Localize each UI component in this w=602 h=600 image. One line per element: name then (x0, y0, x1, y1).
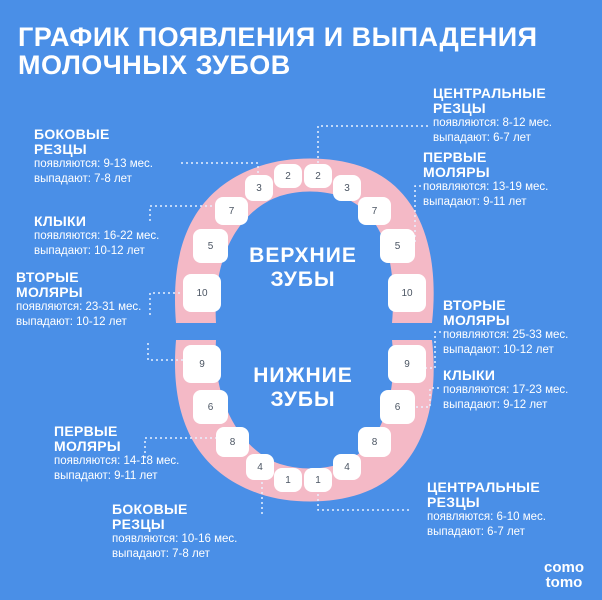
upper-jaw-label: ВЕРХНИЕ ЗУБЫ (246, 244, 360, 292)
label-heading: МОЛЯРЫ (423, 164, 490, 180)
leader-upper-central (317, 125, 430, 168)
label-heading: МОЛЯРЫ (54, 438, 121, 454)
page-title-line2: МОЛОЧНЫХ ЗУБОВ (18, 50, 291, 80)
label-heading: ВТОРЫЕ (443, 297, 506, 313)
upper-tooth-10-right: 10 (388, 274, 426, 312)
upper-tooth-5-right: 5 (380, 229, 415, 263)
label-appear: появляются: 13-19 мес. (423, 181, 549, 193)
label-heading: КЛЫКИ (443, 367, 496, 383)
label-fall: выпадают: 7-8 лет (34, 173, 132, 185)
lower-tooth-9-right: 9 (388, 345, 426, 383)
label-lower-second-molars: ВТОРЫЕ МОЛЯРЫ появляются: 25-33 мес. вып… (443, 298, 568, 358)
label-fall: выпадают: 9-12 лет (443, 399, 548, 411)
label-lower-lateral-incisors: БОКОВЫЕ РЕЗЦЫ появляются: 10-16 мес. вып… (112, 502, 237, 562)
label-heading: ПЕРВЫЕ (54, 423, 118, 439)
lower-jaw-label: НИЖНИЕ ЗУБЫ (246, 364, 360, 412)
upper-tooth-2-left: 2 (274, 164, 302, 188)
leader-lower-canine (416, 387, 440, 408)
upper-tooth-5-left: 5 (193, 229, 228, 263)
brand-line1: como (543, 559, 584, 576)
lower-tooth-4-right: 4 (333, 454, 361, 480)
label-fall: выпадают: 10-12 лет (443, 344, 554, 356)
label-lower-first-molars: ПЕРВЫЕ МОЛЯРЫ появляются: 14-18 мес. вып… (54, 424, 179, 484)
label-heading: БОКОВЫЕ (112, 501, 188, 517)
label-fall: выпадают: 7-8 лет (112, 548, 210, 560)
label-upper-lateral-incisors: БОКОВЫЕ РЕЗЦЫ появляются: 9-13 мес. выпа… (34, 127, 153, 187)
leader-lower-central (317, 484, 410, 511)
lower-tooth-8-right: 8 (358, 427, 391, 457)
label-heading: ЦЕНТРАЛЬНЫЕ (427, 479, 540, 495)
label-lower-central-incisors: ЦЕНТРАЛЬНЫЕ РЕЗЦЫ появляются: 6-10 мес. … (427, 480, 546, 540)
upper-tooth-3-left: 3 (245, 175, 273, 201)
label-heading: МОЛЯРЫ (16, 284, 83, 300)
label-upper-central-incisors: ЦЕНТРАЛЬНЫЕ РЕЗЦЫ появляются: 8-12 мес. … (433, 86, 552, 146)
lower-tooth-1-left: 1 (274, 468, 302, 492)
label-heading: РЕЗЦЫ (34, 141, 87, 157)
upper-tooth-10-left: 10 (183, 274, 221, 312)
label-appear: появляются: 17-23 мес. (443, 384, 569, 396)
leader-upper-canine (149, 205, 232, 222)
lower-tooth-1-right: 1 (304, 468, 332, 492)
lower-jaw-label-line1: НИЖНИЕ (253, 364, 353, 387)
label-fall: выпадают: 10-12 лет (16, 316, 127, 328)
label-upper-first-molars: ПЕРВЫЕ МОЛЯРЫ появляются: 13-19 мес. вып… (423, 150, 548, 210)
label-appear: появляются: 9-13 мес. (34, 158, 153, 170)
label-appear: появляются: 16-22 мес. (34, 230, 160, 242)
leader-upper-second-molar (149, 292, 185, 315)
page-title-line1: ГРАФИК ПОЯВЛЕНИЯ И ВЫПАДЕНИЯ (18, 22, 538, 52)
upper-jaw-label-line1: ВЕРХНИЕ (249, 244, 357, 267)
label-appear: появляются: 14-18 мес. (54, 455, 180, 467)
leader-upper-lateral (178, 162, 259, 178)
upper-jaw-label-line2: ЗУБЫ (270, 268, 336, 291)
lower-tooth-9-left: 9 (183, 345, 221, 383)
label-heading: ПЕРВЫЕ (423, 149, 487, 165)
label-upper-second-molars: ВТОРЫЕ МОЛЯРЫ появляются: 23-31 мес. вып… (16, 270, 141, 330)
upper-tooth-2-right: 2 (304, 164, 332, 188)
lower-gum (174, 340, 434, 502)
leader-lower-first-molar (144, 437, 222, 460)
brand-logo: como tomo (544, 560, 584, 590)
label-appear: появляются: 10-16 мес. (112, 533, 238, 545)
label-heading: ВТОРЫЕ (16, 269, 79, 285)
label-heading: БОКОВЫЕ (34, 126, 110, 142)
label-heading: КЛЫКИ (34, 213, 87, 229)
upper-tooth-7-left: 7 (215, 197, 248, 225)
label-appear: появляются: 23-31 мес. (16, 301, 142, 313)
upper-tooth-7-right: 7 (358, 197, 391, 225)
label-fall: выпадают: 10-12 лет (34, 245, 145, 257)
label-heading: РЕЗЦЫ (427, 494, 480, 510)
upper-tooth-3-right: 3 (333, 175, 361, 201)
label-appear: появляются: 6-10 мес. (427, 511, 546, 523)
label-appear: появляются: 25-33 мес. (443, 329, 569, 341)
lower-tooth-8-left: 8 (216, 427, 249, 457)
brand-line2: tomo (545, 574, 583, 591)
label-heading: РЕЗЦЫ (433, 100, 486, 116)
leader-lower-left-molar (147, 340, 188, 361)
label-heading: ЦЕНТРАЛЬНЫЕ (433, 85, 546, 101)
lower-tooth-4-left: 4 (246, 454, 274, 480)
label-heading: РЕЗЦЫ (112, 516, 165, 532)
leader-lower-second-molar (420, 331, 445, 369)
label-upper-canines: КЛЫКИ появляются: 16-22 мес. выпадают: 1… (34, 214, 159, 259)
label-fall: выпадают: 6-7 лет (433, 132, 531, 144)
label-appear: появляются: 8-12 мес. (433, 117, 552, 129)
label-heading: МОЛЯРЫ (443, 312, 510, 328)
label-lower-canines: КЛЫКИ появляются: 17-23 мес. выпадают: 9… (443, 368, 568, 413)
label-fall: выпадают: 6-7 лет (427, 526, 525, 538)
lower-tooth-6-left: 6 (193, 390, 228, 424)
label-fall: выпадают: 9-11 лет (423, 196, 527, 208)
lower-tooth-6-right: 6 (380, 390, 415, 424)
lower-jaw-label-line2: ЗУБЫ (270, 388, 336, 411)
label-fall: выпадают: 9-11 лет (54, 470, 158, 482)
